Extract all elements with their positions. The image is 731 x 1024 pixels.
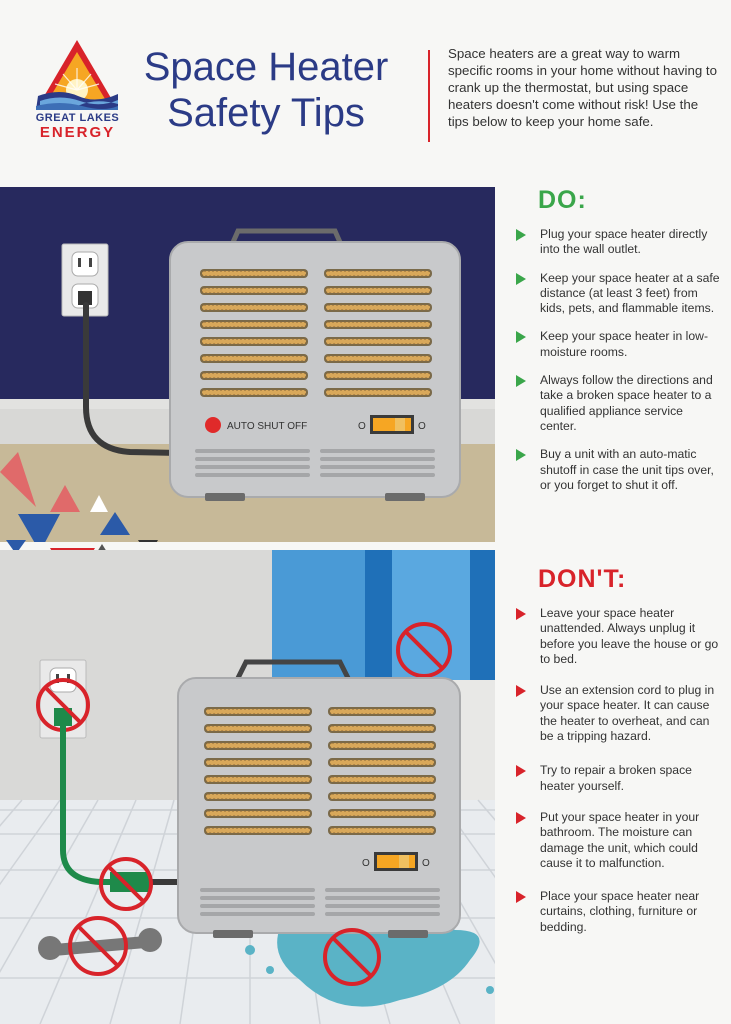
- dont-item-text: Use an extension cord to plug in your sp…: [540, 683, 715, 744]
- triangle-bullet-icon: [516, 765, 526, 778]
- do-item-text: Always follow the directions and take a …: [540, 373, 713, 433]
- brand-logo: GREAT LAKES ENERGY: [30, 38, 125, 148]
- dont-item-text: Put your space heater in your bathroom. …: [540, 809, 700, 870]
- heater-vents: [195, 449, 435, 477]
- do-list-item: Plug your space heater directly into the…: [512, 227, 722, 258]
- dont-list-item: Place your space heater near curtains, c…: [512, 889, 722, 935]
- page-title-line1: Space Heater: [143, 45, 389, 89]
- page-title: Space Heater Safety Tips: [116, 44, 416, 136]
- do-list-item: Buy a unit with an auto-matic shutoff in…: [512, 447, 722, 493]
- dont-item-text: Try to repair a broken space heater your…: [540, 763, 692, 793]
- dont-item-text: Place your space heater near curtains, c…: [540, 889, 700, 934]
- do-item-text: Plug your space heater directly into the…: [540, 227, 708, 257]
- switch-off-mark: O: [362, 858, 370, 869]
- space-heater-icon: O O: [177, 659, 461, 938]
- brand-name-line1: GREAT LAKES: [35, 112, 120, 124]
- power-cord: [83, 302, 183, 456]
- dont-list-item: Use an extension cord to plug in your sp…: [512, 683, 722, 744]
- triangle-bullet-icon: [516, 811, 526, 824]
- header: GREAT LAKES ENERGY Space Heater Safety T…: [0, 0, 731, 185]
- do-list: DO: Plug your space heater directly into…: [512, 186, 722, 493]
- dont-list-item: Leave your space heater unattended. Alwa…: [512, 606, 722, 667]
- switch-on-mark: O: [418, 421, 426, 432]
- wall-outlet-icon: [61, 243, 109, 317]
- intro-text: Space heaters are a great way to warm sp…: [448, 46, 718, 129]
- dont-list-item: Try to repair a broken space heater your…: [512, 763, 722, 794]
- curtain-icon: [272, 550, 495, 688]
- do-item-text: Keep your space heater at a safe distanc…: [540, 270, 720, 316]
- do-item-text: Buy a unit with an auto-matic shutoff in…: [540, 447, 714, 492]
- prohibited-repair-icon: [68, 916, 128, 976]
- do-heading: DO:: [538, 186, 587, 214]
- triangle-bullet-icon: [516, 449, 526, 462]
- do-list-item: Always follow the directions and take a …: [512, 373, 722, 434]
- heater-grill: [204, 707, 436, 835]
- header-divider: [428, 50, 430, 142]
- prohibited-cord-icon: [99, 857, 153, 911]
- do-list-item: Keep your space heater at a safe distanc…: [512, 271, 722, 317]
- auto-shutoff-indicator-icon: [205, 417, 221, 433]
- brand-name-line2: ENERGY: [39, 124, 116, 141]
- do-item-text: Keep your space heater in low-moisture r…: [540, 329, 709, 359]
- page-title-line2: Safety Tips: [167, 91, 365, 135]
- prohibited-moisture-icon: [323, 928, 381, 986]
- switch-off-mark: O: [358, 421, 366, 432]
- do-list-item: Keep your space heater in low-moisture r…: [512, 329, 722, 360]
- triangle-bullet-icon: [516, 272, 526, 285]
- triangle-bullet-icon: [516, 608, 526, 620]
- triangle-bullet-icon: [516, 229, 526, 241]
- dont-heading: DON'T:: [538, 565, 627, 593]
- switch-on-mark: O: [422, 858, 430, 869]
- triangle-bullet-icon: [516, 331, 526, 344]
- prohibited-curtain-icon: [396, 622, 452, 678]
- heater-vents: [200, 888, 440, 916]
- space-heater-icon: AUTO SHUT OFF O O: [169, 228, 461, 501]
- do-scene-illustration: AUTO SHUT OFF O O: [0, 187, 495, 557]
- dont-list-item: Put your space heater in your bathroom. …: [512, 810, 722, 871]
- dont-item-text: Leave your space heater unattended. Alwa…: [540, 606, 719, 666]
- heater-grill: [200, 269, 432, 397]
- triangle-bullet-icon: [516, 685, 526, 698]
- triangle-bullet-icon: [516, 891, 526, 904]
- dont-scene-illustration: O O: [0, 550, 731, 1024]
- auto-shutoff-label: AUTO SHUT OFF: [227, 421, 307, 432]
- triangle-bullet-icon: [516, 375, 526, 388]
- sunrise-mountain-icon: [36, 40, 118, 110]
- dont-list: DON'T: Leave your space heater unattende…: [512, 565, 722, 935]
